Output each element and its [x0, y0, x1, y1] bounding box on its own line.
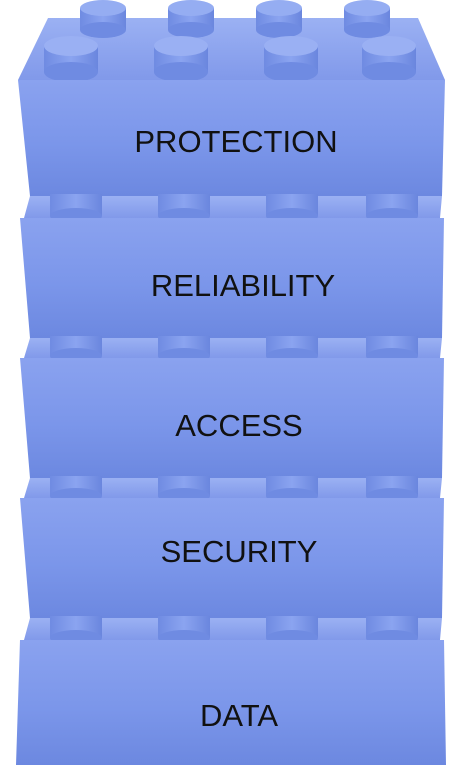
- brick-label: PROTECTION: [134, 124, 337, 159]
- stud: [168, 0, 214, 38]
- brick-front-face: [20, 498, 444, 618]
- brick-front-face: [18, 80, 445, 196]
- stud: [344, 0, 390, 38]
- brick-security: SECURITY: [20, 476, 444, 618]
- stud: [264, 36, 318, 82]
- brick-top-face: [18, 18, 445, 80]
- brick-reliability: RELIABILITY: [20, 194, 444, 338]
- brick-data: DATA: [16, 616, 446, 765]
- brick-label: DATA: [200, 698, 278, 733]
- brick-label: SECURITY: [161, 534, 318, 569]
- stud: [44, 36, 98, 82]
- brick-top-face: [24, 338, 442, 358]
- brick-front-face: [20, 358, 444, 478]
- stud: [256, 0, 302, 38]
- stud: [154, 36, 208, 82]
- stud: [362, 36, 416, 82]
- brick-protection: PROTECTION: [18, 0, 445, 196]
- brick-front-face: [16, 640, 446, 765]
- brick-top-face: [24, 618, 442, 640]
- brick-top-face: [24, 196, 442, 218]
- stud: [80, 0, 126, 38]
- brick-label: RELIABILITY: [151, 268, 335, 303]
- brick-access: ACCESS: [20, 336, 444, 478]
- brick-label: ACCESS: [175, 408, 302, 443]
- brick-top-face: [24, 478, 442, 498]
- brick-front-face: [20, 218, 444, 338]
